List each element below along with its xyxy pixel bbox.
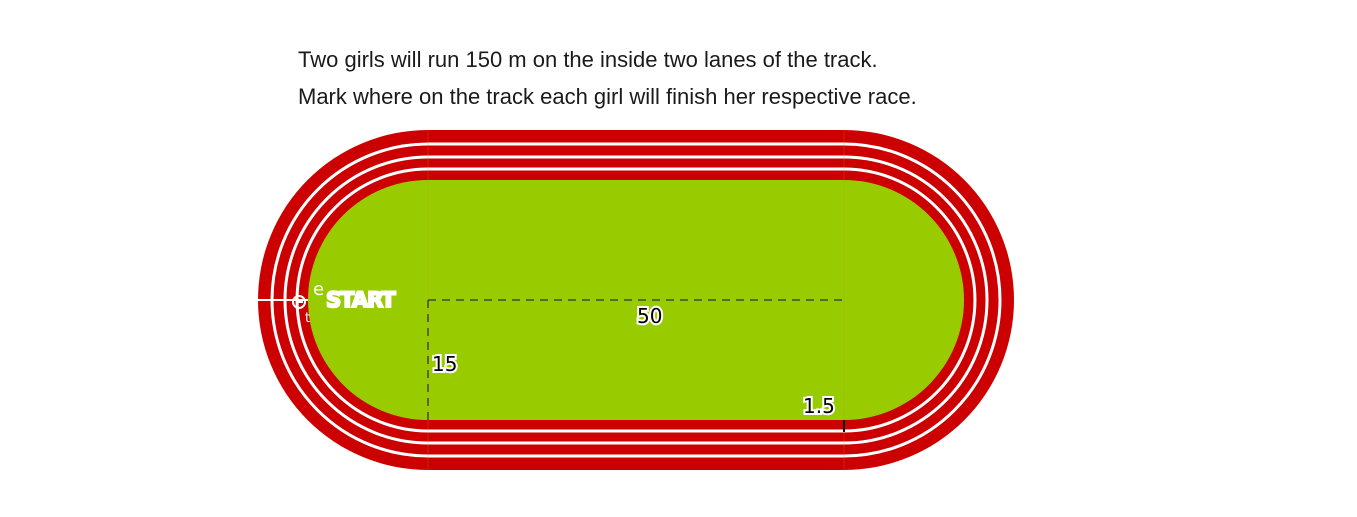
start-point-sublabel: t <box>305 311 310 326</box>
lane-line-middle <box>283 155 989 445</box>
infield <box>308 180 964 420</box>
lane-line-outer <box>270 142 1002 458</box>
start-point-label: e <box>313 279 324 300</box>
prompt-line-2: Mark where on the track each girl will f… <box>298 84 917 109</box>
start-label: START <box>326 288 396 312</box>
prompt-line-1: Two girls will run 150 m on the inside t… <box>298 47 878 72</box>
start-point-icon[interactable] <box>292 295 306 309</box>
label-radius: 15 <box>432 352 457 376</box>
label-straight-length: 50 <box>637 304 662 328</box>
label-lane-width: 1.5 <box>803 394 835 418</box>
